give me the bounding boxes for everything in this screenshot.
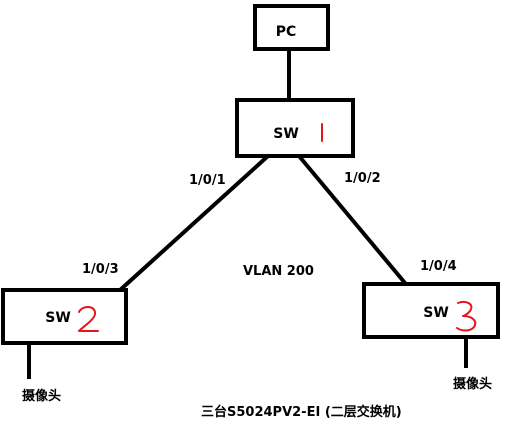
port-label-1-0-4: 1/0/4	[420, 259, 457, 274]
sw2-label: SW	[45, 310, 71, 326]
sw3-node: SW 3	[362, 282, 500, 339]
pc-label: PC	[276, 24, 297, 40]
camera-label-right: 摄像头	[453, 376, 492, 392]
vlan-label: VLAN 200	[243, 264, 314, 279]
sw1-to-sw3-link	[297, 154, 407, 285]
port-label-1-0-2: 1/0/2	[344, 171, 381, 186]
sw2-handwritten-number	[78, 306, 99, 332]
sw1-label: SW	[273, 126, 299, 142]
sw3-label: SW	[423, 305, 449, 321]
sw3-handwritten-number	[456, 301, 477, 332]
sw1-node: SW 1	[235, 98, 355, 158]
pc-node: PC	[253, 4, 330, 51]
port-label-1-0-1: 1/0/1	[189, 173, 226, 188]
diagram-caption: 三台S5024PV2-EI (二层交换机)	[201, 404, 402, 420]
sw1-to-sw2-link	[117, 154, 270, 293]
sw2-node: SW 2	[1, 288, 128, 345]
port-label-1-0-3: 1/0/3	[82, 262, 119, 277]
camera-label-left: 摄像头	[22, 388, 61, 404]
